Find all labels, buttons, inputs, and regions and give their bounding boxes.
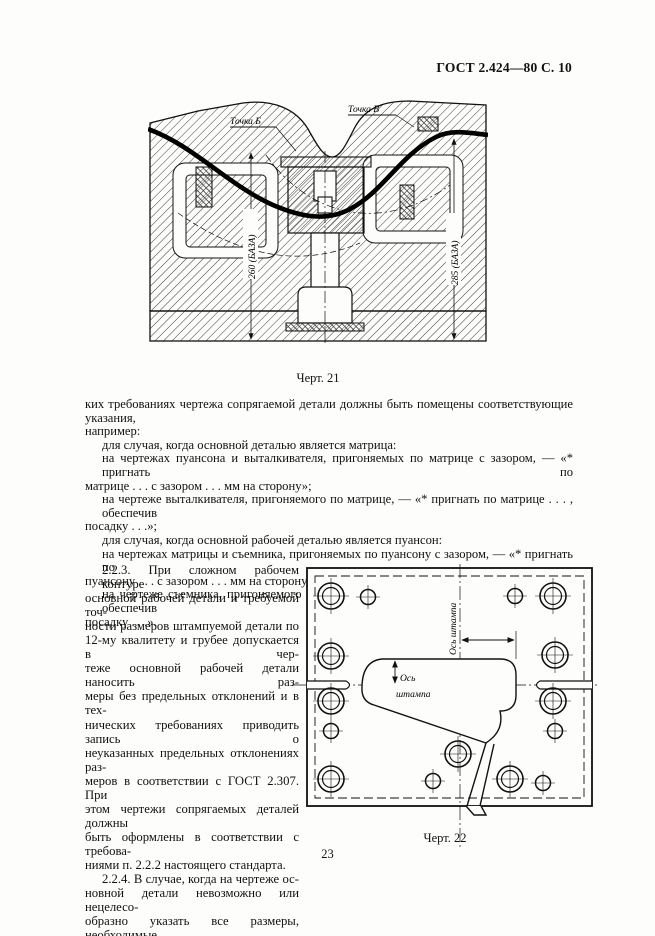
mounting-holes-large: [313, 578, 573, 797]
figure-22-die-plate: Ось штампа Ось штампа: [292, 564, 598, 849]
block-top-right: [417, 116, 439, 132]
punch-flange: [280, 156, 372, 168]
bolt-left: [195, 166, 213, 208]
text-line: для случая, когда основной рабочей детал…: [102, 532, 443, 547]
pin-holes-small: [319, 584, 567, 795]
edge-slot-left: [307, 680, 351, 690]
text-line: ниями п. 2.2.2 настоящего стандарта.: [85, 857, 286, 872]
text-line: посадку . . .».: [85, 614, 157, 629]
text-line: основной рабочей детали и требуемой точ-: [85, 591, 299, 620]
text-line: 2.2.4. В случае, когда на чертеже ос-: [102, 872, 299, 887]
point-b-leader: [275, 126, 297, 152]
pedestal-foot: [297, 286, 353, 324]
dim-right-mask: [446, 213, 461, 285]
page-number: 23: [321, 847, 334, 861]
text-line: пуансону . . . с зазором . . . мм на сто…: [85, 573, 318, 588]
point-v-label: Точка В: [348, 105, 379, 115]
edge-slot-right: [535, 680, 592, 690]
cutout-slot-right-edge: [479, 743, 495, 807]
text-line: ких требованиях чертежа сопрягаемой дета…: [85, 397, 573, 425]
axis-label-h2: штампа: [396, 690, 431, 700]
text-line: на чертежах матрицы и съемника, пригоняе…: [102, 546, 573, 575]
text-line: неуказанных предельных отклонениях раз-: [85, 745, 299, 774]
figure-21-die-cross-section: 260 (БАЗА) 285 (БАЗА) Точка Б Точка В: [148, 100, 488, 345]
figure-21-caption: Черт. 21: [296, 371, 340, 385]
axis-label-h1: Ось: [400, 674, 416, 684]
bolt-right: [399, 184, 415, 220]
axis-label-vertical: Ось штампа: [449, 603, 459, 655]
text-line: образно указать все размеры, необходимые: [85, 914, 299, 936]
dim-right-label: 285 (БАЗА): [450, 241, 461, 286]
text-line: меров в соответствии с ГОСТ 2.307. При: [85, 773, 299, 802]
dim-left-mask: [243, 209, 258, 279]
text-line: новной детали невозможно или нецелесо-: [85, 886, 299, 915]
cutout-slot-left-edge: [466, 742, 487, 807]
text-line: на чертежах пуансона и выталкивателя, пр…: [102, 451, 573, 479]
text-line: 2.2.3. При сложном рабочем контуре: [102, 563, 299, 592]
figure-22-caption: Черт. 22: [423, 831, 467, 845]
stamped-part-contour: [148, 126, 488, 219]
text-line: ности размеров штампуемой детали по: [85, 619, 299, 634]
page-header: ГОСТ 2.424—80 С. 10: [436, 60, 572, 75]
plate-bottom-notch: [465, 805, 488, 816]
point-v-leader: [395, 114, 415, 128]
text-line: этом чертежи сопрягаемых деталей должны: [85, 801, 299, 830]
point-b-label: Точка Б: [230, 117, 261, 127]
text-line: например:: [85, 424, 141, 439]
text-line: меры без предельных отклонений и в тех-: [85, 689, 299, 718]
text-line: 12-му квалитету и грубее допускается в ч…: [85, 633, 299, 662]
aux-arc-1: [177, 212, 361, 257]
text-line: теже основной рабочей детали наносить ра…: [85, 661, 299, 690]
text-line: для случая, когда основной деталью являе…: [102, 437, 397, 452]
dim-left-label: 260 (БАЗА): [247, 235, 258, 280]
text-line: посадку . . .»;: [85, 519, 158, 534]
text-line: нических требованиях приводить запись о: [85, 717, 299, 746]
body-text-block: ких требованиях чертежа сопрягаемой дета…: [85, 397, 573, 629]
die-cutout-contour: [361, 658, 517, 744]
text-line: на чертеже выталкивателя, пригоняемого п…: [102, 492, 573, 520]
text-line: быть оформлены в соответствии с требова-: [85, 829, 299, 858]
text-line: матрице . . . с зазором . . . мм на стор…: [85, 478, 312, 493]
